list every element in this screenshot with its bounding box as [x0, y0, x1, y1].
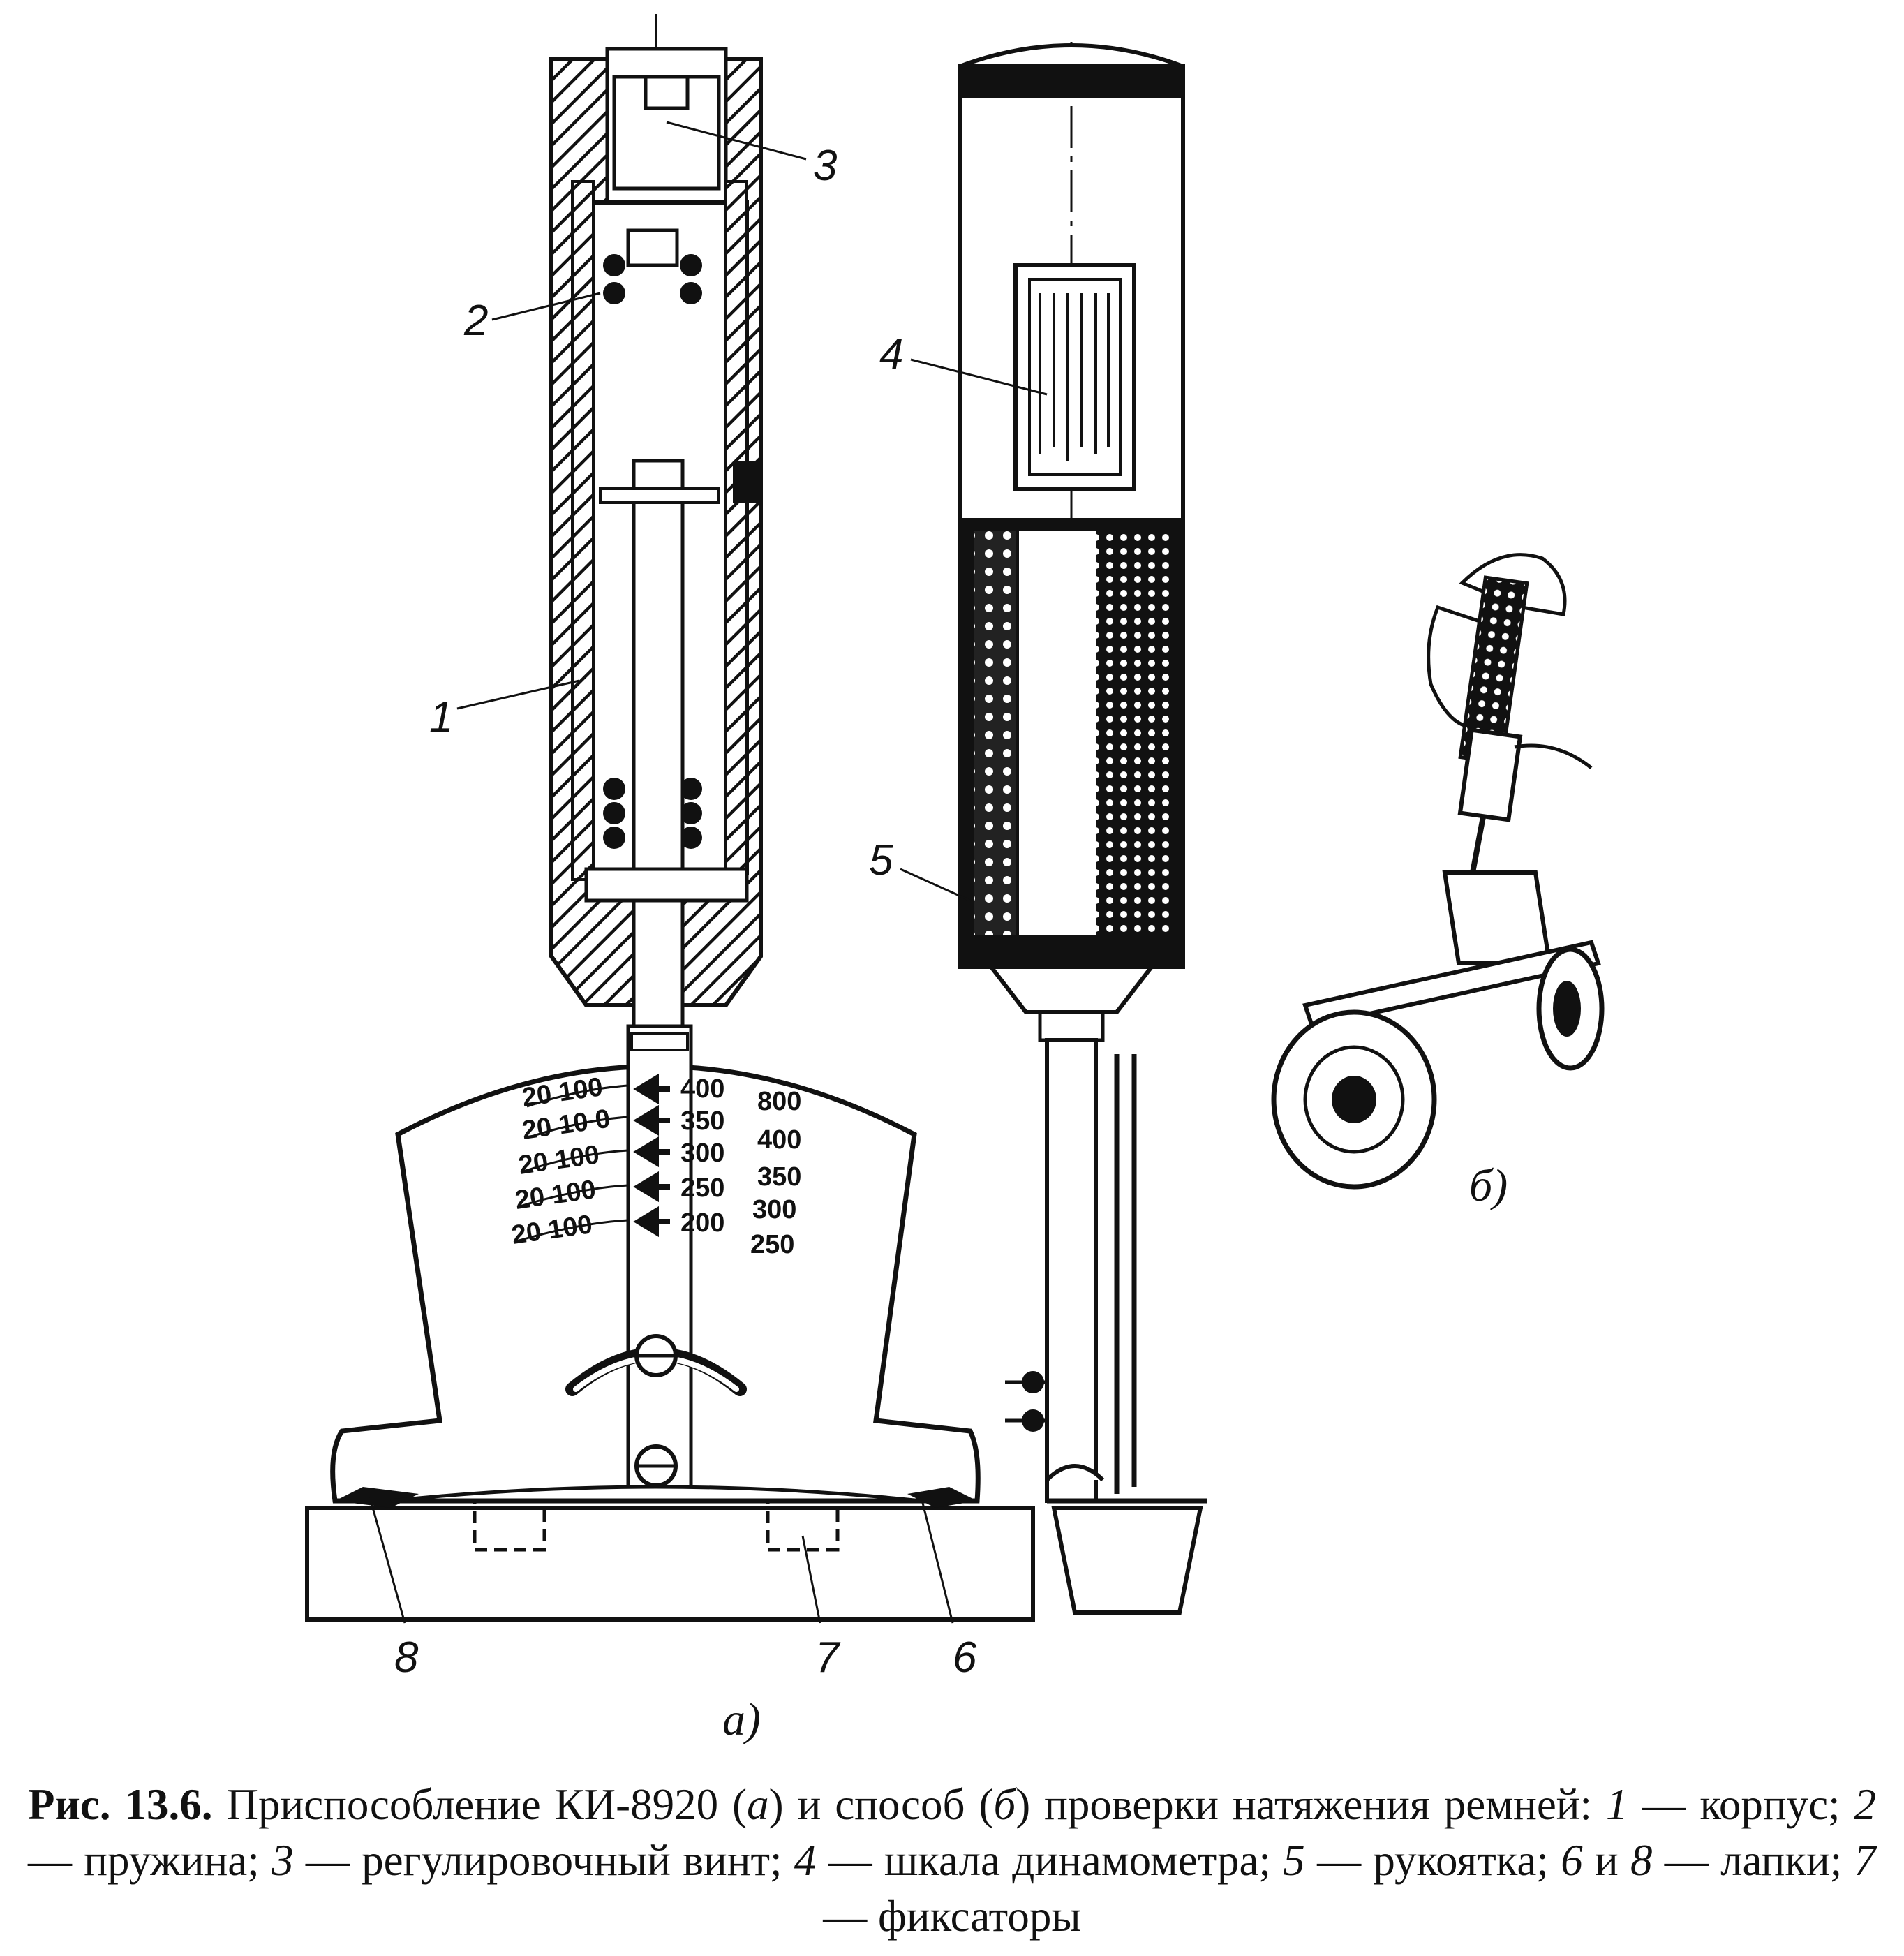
- caption-prefix: Рис. 13.6.: [28, 1780, 213, 1829]
- usage-sketch: [1271, 553, 1605, 1190]
- caption-num: 7: [1854, 1836, 1877, 1885]
- dynamometer-scale: [1013, 263, 1136, 491]
- scale-right-label: 250: [750, 1230, 794, 1259]
- caption-text: ) проверки натяжения ремней:: [1016, 1780, 1606, 1829]
- callout-3: 3: [813, 142, 837, 190]
- caption-num: 6: [1561, 1836, 1583, 1885]
- caption-text: ) и способ (: [768, 1780, 994, 1829]
- scale-mid-values: 400 350 300 250 200: [680, 1074, 724, 1238]
- caption-text: — регулировочный винт;: [293, 1836, 794, 1885]
- pulley-right: [1536, 947, 1605, 1071]
- base-assembly: 20 100 20 10 0 20 100 20 100 20 100 400 …: [305, 1024, 1035, 1622]
- figure-diagram: 20 100 20 10 0 20 100 20 100 20 100 400 …: [305, 14, 1605, 1745]
- scale-right-label: 300: [752, 1195, 796, 1224]
- caption-text: — лапки;: [1652, 1836, 1854, 1885]
- scale-right-values: 800 400 350 300 250: [750, 1087, 801, 1259]
- scale-right-label: 350: [757, 1162, 801, 1192]
- caption-num: 5: [1283, 1836, 1305, 1885]
- scale-mid-label: 200: [680, 1208, 724, 1238]
- paw-left: [335, 1487, 419, 1508]
- scale-mid-label: 300: [680, 1139, 724, 1168]
- tool-section-view: [549, 47, 763, 1028]
- caption-num: 8: [1630, 1836, 1653, 1885]
- paw-right: [907, 1487, 977, 1508]
- scale-mid-label: 400: [680, 1074, 724, 1104]
- caption-text: — пружина;: [28, 1836, 272, 1885]
- caption-num: 3: [272, 1836, 294, 1885]
- callout-6: 6: [953, 1633, 977, 1682]
- caption-ref: а: [747, 1780, 769, 1829]
- caption-text: — фиксаторы: [823, 1892, 1081, 1941]
- sublabel-a: а): [722, 1694, 761, 1745]
- caption-num: 2: [1854, 1780, 1877, 1829]
- callout-2: 2: [463, 297, 488, 345]
- caption-text: и: [1582, 1836, 1630, 1885]
- scale-mid-label: 350: [680, 1106, 724, 1136]
- tool-exterior-view: [958, 43, 1207, 1615]
- sublabel-b: б): [1469, 1160, 1508, 1211]
- caption-text: — корпус;: [1628, 1780, 1854, 1829]
- callout-7: 7: [815, 1633, 841, 1682]
- scale-right-label: 800: [757, 1087, 801, 1116]
- caption-num: 1: [1605, 1780, 1628, 1829]
- handle: [958, 518, 1185, 969]
- caption-text: — шкала динамометра;: [816, 1836, 1284, 1885]
- scale-right-label: 400: [757, 1125, 801, 1155]
- callout-5: 5: [869, 836, 893, 884]
- callout-1: 1: [429, 693, 453, 741]
- callout-4: 4: [879, 330, 903, 378]
- caption-text: Приспособление КИ-8920 (: [212, 1780, 748, 1829]
- callout-8: 8: [394, 1633, 419, 1682]
- figure-caption: Рис. 13.6. Приспособление КИ-8920 (а) и …: [28, 1777, 1876, 1944]
- pulley-left: [1271, 1009, 1437, 1190]
- spring: [603, 254, 702, 849]
- scale-mid-label: 250: [680, 1173, 724, 1203]
- caption-ref: б: [993, 1780, 1016, 1829]
- caption-num: 4: [794, 1836, 817, 1885]
- caption-text: — рукоятка;: [1304, 1836, 1561, 1885]
